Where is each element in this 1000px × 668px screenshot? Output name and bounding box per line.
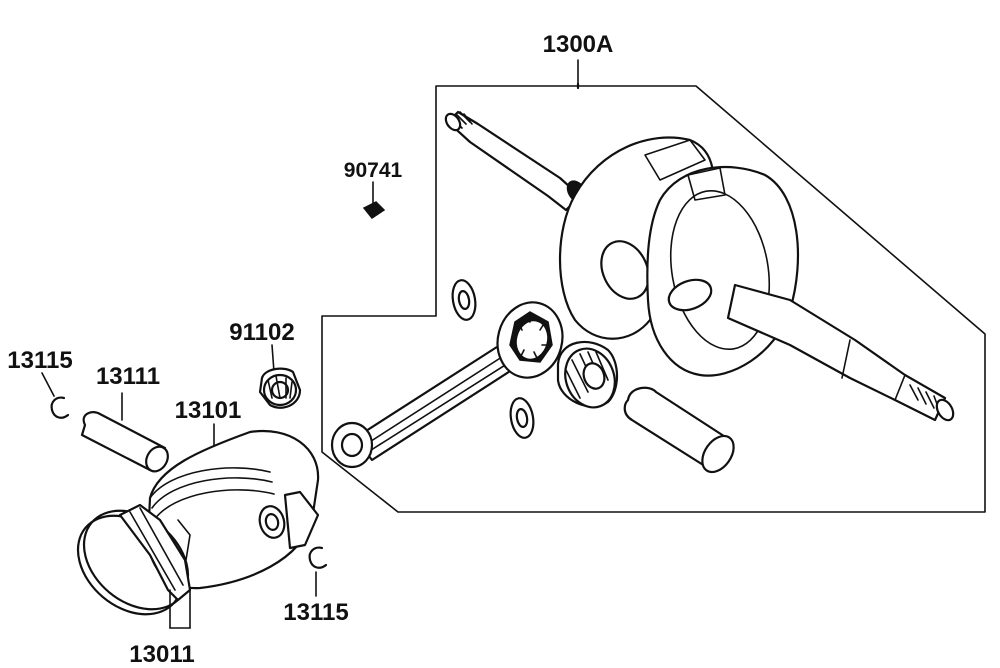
label-1300a: 1300A [543, 31, 614, 58]
big-end-bearing [556, 340, 619, 409]
crankshaft [444, 110, 955, 422]
label-13115-left: 13115 [7, 347, 72, 374]
thrust-washer-bottom [509, 397, 535, 439]
piston [146, 423, 320, 590]
label-13101: 13101 [175, 397, 242, 424]
connecting-rod [330, 301, 564, 469]
crank-pin [623, 386, 735, 474]
small-end-bearing [258, 344, 302, 409]
piston-pin [80, 392, 169, 473]
woodruff-key [362, 181, 386, 220]
assembly-frame [321, 59, 986, 513]
label-13111: 13111 [96, 363, 160, 390]
piston-rings [76, 503, 192, 629]
label-13011: 13011 [129, 641, 194, 668]
circlip-left [41, 372, 70, 419]
label-13115-right: 13115 [283, 599, 348, 626]
thrust-washer-top [451, 279, 477, 321]
label-90741: 90741 [344, 159, 403, 182]
label-91102: 91102 [229, 319, 294, 346]
circlip-right [308, 546, 328, 597]
